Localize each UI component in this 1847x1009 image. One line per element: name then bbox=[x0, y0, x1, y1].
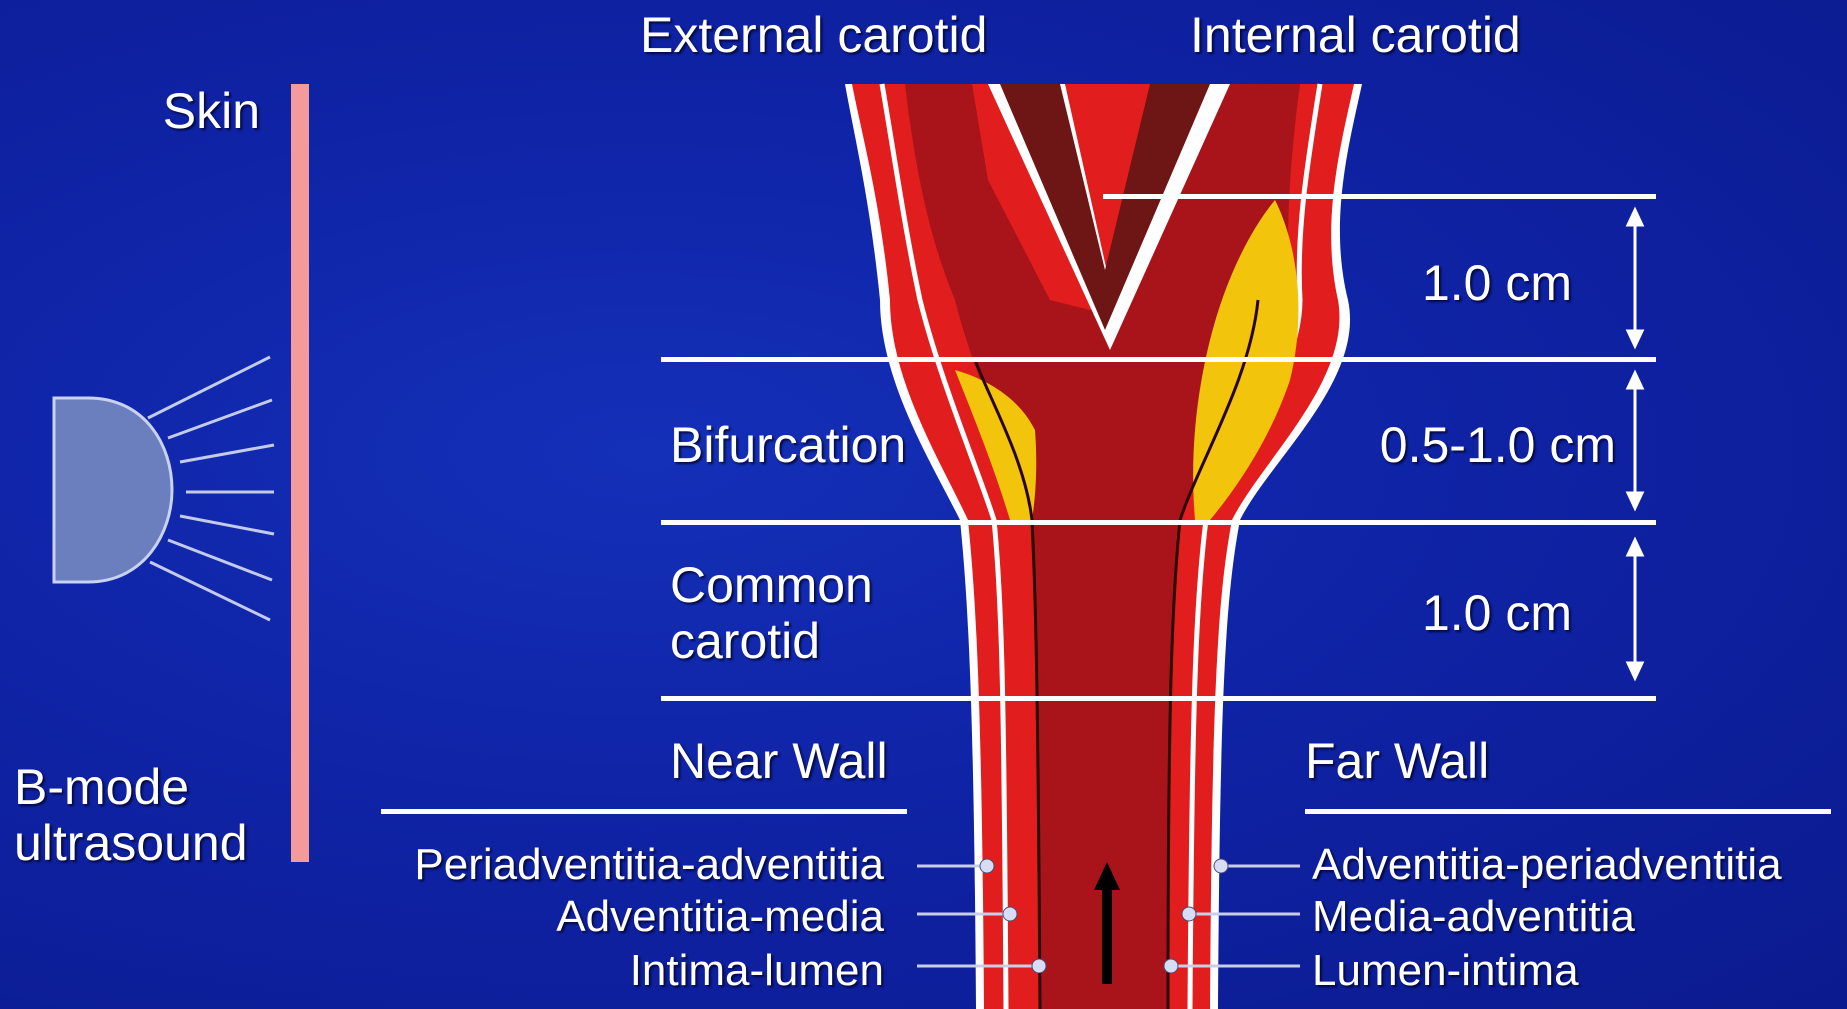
skin-layer bbox=[291, 84, 309, 862]
near-interface-intima-lumen: Intima-lumen bbox=[300, 946, 884, 996]
near-interface-periadventitia-adventitia: Periadventitia-adventitia bbox=[300, 840, 884, 890]
skin-label: Skin bbox=[60, 82, 260, 140]
common-carotid-label-line1: Common bbox=[670, 556, 873, 614]
bifurcation-label: Bifurcation bbox=[670, 416, 906, 474]
external-carotid-label: External carotid bbox=[640, 6, 987, 64]
internal-carotid-label: Internal carotid bbox=[1190, 6, 1521, 64]
ultrasound-probe bbox=[54, 398, 172, 582]
near-wall-label: Near Wall bbox=[670, 732, 888, 790]
internal-segment-length: 1.0 cm bbox=[1330, 254, 1572, 312]
b-mode-label-line2: ultrasound bbox=[14, 814, 248, 872]
far-interface-media-adventitia: Media-adventitia bbox=[1312, 892, 1635, 942]
common-carotid-label-line2: carotid bbox=[670, 612, 820, 670]
far-wall-label: Far Wall bbox=[1305, 732, 1489, 790]
near-interface-adventitia-media: Adventitia-media bbox=[300, 892, 884, 942]
common-segment-length: 1.0 cm bbox=[1330, 584, 1572, 642]
bifurcation-segment-length: 0.5-1.0 cm bbox=[1330, 416, 1616, 474]
far-interface-adventitia-periadventitia: Adventitia-periadventitia bbox=[1312, 840, 1782, 890]
far-interface-lumen-intima: Lumen-intima bbox=[1312, 946, 1579, 996]
dimension-arrows bbox=[1628, 210, 1642, 678]
b-mode-label-line1: B-mode bbox=[14, 758, 189, 816]
